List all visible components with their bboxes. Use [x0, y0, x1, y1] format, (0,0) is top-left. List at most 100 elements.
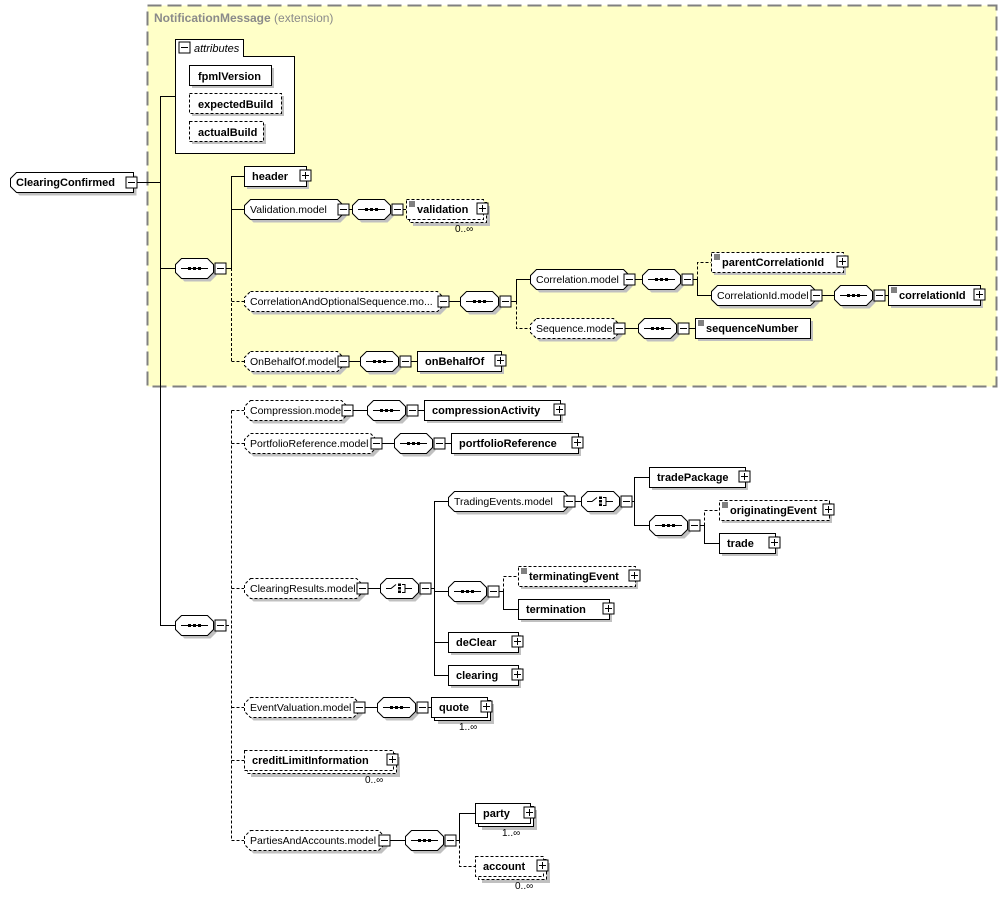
- expand-element-terminating-event-icon[interactable]: [628, 569, 641, 582]
- attribute-actualbuild[interactable]: [189, 121, 264, 142]
- collapse-compositor-icon[interactable]: [677, 322, 690, 335]
- collapse-compositor-icon[interactable]: [620, 495, 633, 508]
- collapse-model-event-valuation-icon[interactable]: [353, 701, 366, 714]
- attribute-expectedbuild[interactable]: [189, 93, 282, 114]
- model-event-valuation[interactable]: EventValuation.model: [244, 697, 363, 721]
- on-behalf-of-sequence[interactable]: [360, 351, 402, 375]
- collapse-model-correlation-icon[interactable]: [623, 273, 636, 286]
- expand-element-portfolio-reference-icon[interactable]: [571, 436, 584, 449]
- collapse-root-icon[interactable]: [125, 176, 138, 189]
- element-originating-event[interactable]: originatingEvent: [719, 500, 833, 524]
- collapse-model-clearing-results-icon[interactable]: [356, 582, 369, 595]
- attribute-fpmlversion[interactable]: [189, 65, 272, 86]
- element-termination[interactable]: termination: [518, 599, 613, 623]
- collapse-model-sequence-icon[interactable]: [613, 322, 626, 335]
- parties-and-accounts-sequence[interactable]: [405, 830, 447, 854]
- correlation-and-optional-sequence-compositor[interactable]: [460, 291, 502, 315]
- collapse-compositor-icon[interactable]: [399, 355, 412, 368]
- element-clearing[interactable]: clearing: [448, 665, 522, 689]
- collapse-compositor-icon[interactable]: [688, 519, 701, 532]
- model-compression[interactable]: Compression.model: [244, 400, 351, 424]
- element-trade-package[interactable]: tradePackage: [649, 467, 749, 491]
- event-valuation-sequence[interactable]: [377, 697, 419, 721]
- collapse-compositor-icon[interactable]: [416, 701, 429, 714]
- expand-element-quote-icon[interactable]: [480, 700, 493, 713]
- element-compression-activity[interactable]: compressionActivity: [424, 400, 564, 424]
- model-parties-and-accounts[interactable]: PartiesAndAccounts.model: [244, 830, 388, 854]
- model-trading-events[interactable]: TradingEvents.model: [448, 491, 573, 515]
- collapse-model-compression-icon[interactable]: [341, 404, 354, 417]
- collapse-compositor-icon[interactable]: [499, 295, 512, 308]
- model-sequence[interactable]: Sequence.model: [530, 318, 623, 342]
- expand-element-trade-icon[interactable]: [768, 536, 781, 549]
- expand-element-clearing-icon[interactable]: [511, 668, 524, 681]
- element-de-clear[interactable]: deClear: [448, 632, 522, 656]
- collapse-model-correlation-id-icon[interactable]: [810, 289, 823, 302]
- expand-element-trade-package-icon[interactable]: [738, 470, 751, 483]
- expand-element-party-icon[interactable]: [523, 806, 536, 819]
- collapse-model-portfolio-reference-icon[interactable]: [370, 437, 383, 450]
- expand-element-parent-correlation-id-icon[interactable]: [836, 255, 849, 268]
- collapse-attributes-icon[interactable]: [178, 41, 191, 54]
- model-correlation-and-optional-sequence[interactable]: CorrelationAndOptionalSequence.mo...: [244, 291, 447, 315]
- model-on-behalf-of[interactable]: OnBehalfOf.model: [244, 351, 347, 375]
- element-trade[interactable]: trade: [719, 533, 779, 557]
- model-portfolio-reference[interactable]: PortfolioReference.model: [244, 433, 380, 457]
- collapse-compositor-icon[interactable]: [681, 273, 694, 286]
- correlation-sequence[interactable]: [642, 269, 684, 293]
- model-correlation[interactable]: Correlation.model: [530, 269, 633, 293]
- model-correlation-id[interactable]: CorrelationId.model: [711, 285, 820, 309]
- validation-sequence[interactable]: [352, 199, 394, 223]
- expand-element-header-icon[interactable]: [299, 169, 312, 182]
- collapse-model-correlation-and-optional-sequence-icon[interactable]: [437, 295, 450, 308]
- collapse-model-on-behalf-of-icon[interactable]: [337, 355, 350, 368]
- element-on-behalf-of[interactable]: onBehalfOf: [417, 351, 505, 375]
- collapse-compositor-icon[interactable]: [444, 834, 457, 847]
- clearing-results-choice[interactable]: [380, 578, 422, 602]
- sequence-icon: [390, 706, 393, 709]
- element-sequence-number[interactable]: sequenceNumber: [695, 318, 814, 342]
- expand-element-account-icon[interactable]: [536, 859, 549, 872]
- collapse-compositor-icon[interactable]: [406, 404, 419, 417]
- expand-element-correlation-id-icon[interactable]: [973, 288, 986, 301]
- collapse-compositor-icon[interactable]: [214, 619, 227, 632]
- expand-element-de-clear-icon[interactable]: [511, 635, 524, 648]
- element-parent-correlation-id[interactable]: parentCorrelationId: [711, 252, 847, 276]
- collapse-compositor-icon[interactable]: [214, 262, 227, 275]
- model-validation[interactable]: Validation.model: [244, 199, 347, 223]
- element-label: trade: [727, 538, 754, 550]
- element-portfolio-reference[interactable]: portfolioReference: [451, 433, 582, 457]
- correlation-id-sequence[interactable]: [834, 285, 876, 309]
- model-clearing-results[interactable]: ClearingResults.model: [244, 578, 366, 602]
- connector-line: [459, 840, 475, 867]
- element-correlation-id[interactable]: correlationId: [888, 285, 984, 309]
- expand-element-on-behalf-of-icon[interactable]: [494, 354, 507, 367]
- collapse-compositor-icon[interactable]: [487, 585, 500, 598]
- expand-element-credit-limit-information-icon[interactable]: [386, 753, 399, 766]
- collapse-compositor-icon[interactable]: [873, 289, 886, 302]
- element-quote[interactable]: quote: [431, 697, 495, 725]
- element-credit-limit-information[interactable]: creditLimitInformation: [244, 750, 401, 778]
- collapse-compositor-icon[interactable]: [419, 582, 432, 595]
- sequence-sequence[interactable]: [638, 318, 680, 342]
- main-sequence[interactable]: [175, 615, 217, 639]
- extension-sequence[interactable]: [175, 258, 217, 282]
- trading-events-sequence[interactable]: [649, 515, 691, 539]
- element-validation[interactable]: validation: [406, 199, 491, 227]
- expand-element-originating-event-icon[interactable]: [822, 503, 835, 516]
- expand-element-termination-icon[interactable]: [602, 602, 615, 615]
- compression-sequence[interactable]: [367, 400, 409, 424]
- collapse-model-validation-icon[interactable]: [337, 203, 350, 216]
- root-element-clearingconfirmed[interactable]: ClearingConfirmed: [10, 172, 137, 196]
- collapse-compositor-icon[interactable]: [391, 203, 404, 216]
- element-terminating-event[interactable]: terminatingEvent: [518, 566, 639, 590]
- collapse-model-parties-and-accounts-icon[interactable]: [378, 834, 391, 847]
- termination-sequence[interactable]: [448, 581, 490, 605]
- trading-events-choice[interactable]: [581, 491, 623, 515]
- portfolio-reference-sequence[interactable]: [394, 433, 436, 457]
- expand-element-compression-activity-icon[interactable]: [553, 403, 566, 416]
- collapse-model-trading-events-icon[interactable]: [563, 495, 576, 508]
- collapse-compositor-icon[interactable]: [433, 437, 446, 450]
- expand-element-validation-icon[interactable]: [476, 202, 489, 215]
- element-header[interactable]: header: [244, 166, 310, 190]
